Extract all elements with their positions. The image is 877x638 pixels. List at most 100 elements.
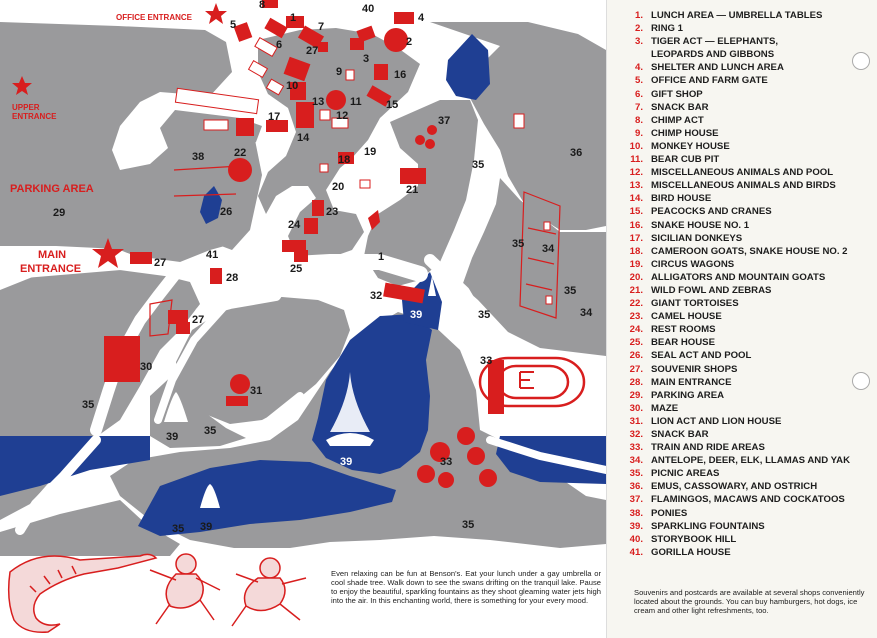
legend-item-text: CHIMP HOUSE: [651, 127, 719, 139]
legend-item-text: CIRCUS WAGONS: [651, 258, 735, 270]
legend-item-number: 28.: [629, 376, 643, 388]
legend-item-text: SOUVENIR SHOPS: [651, 363, 738, 375]
legend-item-text: GORILLA HOUSE: [651, 546, 731, 558]
legend-item-text: MAIN ENTRANCE: [651, 376, 732, 388]
svg-text:18: 18: [338, 154, 350, 166]
main-entrance-label-2: ENTRANCE: [20, 263, 81, 275]
legend-item-text: MISCELLANEOUS ANIMALS AND POOL: [651, 167, 834, 179]
legend-item-text: MISCELLANEOUS ANIMALS AND BIRDS: [651, 180, 836, 192]
legend-item: 8.CHIMP ACT: [621, 114, 873, 127]
svg-text:24: 24: [288, 219, 301, 231]
park-map: 8 1 40 4 5 7 2 6 27 3 9 16 10 13 11 15 1…: [0, 0, 606, 638]
legend-item: 4.SHELTER AND LUNCH AREA: [621, 61, 873, 74]
legend-item: 18.CAMEROON GOATS, SNAKE HOUSE NO. 2: [621, 245, 873, 258]
land-lion-island: [176, 296, 350, 424]
fountain-39-top: [428, 276, 436, 296]
legend-item-number: 35.: [629, 468, 643, 480]
legend-item-number: 10.: [629, 140, 643, 152]
legend-item: 28. MAIN ENTRANCE: [621, 376, 873, 389]
enclosures: [149, 165, 561, 337]
svg-text:35: 35: [172, 523, 184, 535]
legend-item-number: 22.: [629, 298, 643, 310]
svg-text:31: 31: [250, 385, 262, 397]
legend-item: 10.MONKEY HOUSE: [621, 140, 873, 153]
svg-text:30: 30: [140, 361, 152, 373]
legend-item: 36.EMUS, CASSOWARY, AND OSTRICH: [621, 480, 873, 493]
legend-item: 20.ALLIGATORS AND MOUNTAIN GOATS: [621, 271, 873, 284]
svg-text:39: 39: [410, 309, 422, 321]
legend-item-number: 39.: [629, 520, 643, 532]
svg-text:36: 36: [570, 147, 582, 159]
legend-item-number: 29.: [629, 389, 643, 401]
legend-item-text: PONIES: [651, 507, 688, 519]
white-buildings: [174, 36, 553, 305]
legend-item: LEOPARDS AND GIBBONS: [621, 48, 873, 61]
land-right-center: [364, 100, 478, 286]
svg-text:40: 40: [362, 3, 374, 15]
legend-item-number: 27.: [629, 363, 643, 375]
svg-text:21: 21: [406, 184, 418, 196]
legend-item-number: 8.: [634, 114, 643, 126]
legend-item-number: 1.: [634, 10, 643, 21]
legend-item: 21.WILD FOWL AND ZEBRAS: [621, 284, 873, 297]
monkey-illustration-1: [149, 553, 221, 625]
legend-item-text: ANTELOPE, DEER, ELK, LLAMAS AND YAK: [651, 455, 850, 467]
legend-item-number: 25.: [629, 337, 643, 349]
legend-item: 27. SOUVENIR SHOPS: [621, 363, 873, 376]
svg-text:23: 23: [326, 206, 338, 218]
svg-text:22: 22: [234, 147, 246, 159]
legend-item-number: 31.: [629, 415, 643, 427]
legend-item-number: 7.: [634, 101, 643, 113]
legend-item-number: 24.: [629, 324, 643, 336]
legend-item: 6.GIFT SHOP: [621, 88, 873, 101]
svg-text:7: 7: [318, 21, 324, 33]
land-lower-left-corner: [0, 500, 180, 556]
legend-item-text: LEOPARDS AND GIBBONS: [651, 49, 775, 61]
svg-text:28: 28: [226, 272, 238, 284]
legend-item-text: FLAMINGOS, MACAWS AND COCKATOOS: [651, 494, 845, 506]
legend-item: 17.SICILIAN DONKEYS: [621, 232, 873, 245]
svg-text:6: 6: [276, 39, 282, 51]
legend-item-number: 17.: [629, 232, 643, 244]
svg-text:1: 1: [378, 251, 384, 263]
star-main-entrance: [92, 238, 124, 268]
star-office-entrance: [205, 3, 227, 24]
monkey-illustration-2: [231, 557, 307, 627]
legend-item-number: 5.: [634, 75, 643, 87]
legend-item-text: SNACK BAR: [651, 429, 709, 440]
legend-item-text: PICNIC AREAS: [651, 468, 720, 480]
svg-text:25: 25: [290, 263, 302, 275]
legend-item-text: SEAL ACT AND POOL: [651, 350, 752, 362]
svg-text:9: 9: [336, 66, 342, 78]
pond-top-right: [446, 34, 490, 100]
svg-text:4: 4: [418, 12, 425, 24]
svg-text:10: 10: [286, 80, 298, 92]
location-numbers: 8 1 40 4 5 7 2 6 27 3 9 16 10 13 11 15 1…: [53, 0, 593, 535]
legend-item-number: 2.: [634, 23, 643, 35]
legend-item-text: PEACOCKS AND CRANES: [651, 206, 772, 218]
svg-text:20: 20: [332, 181, 344, 193]
legend-item: 16.SNAKE HOUSE NO. 1: [621, 219, 873, 232]
svg-text:34: 34: [542, 243, 555, 255]
svg-text:2: 2: [406, 36, 412, 48]
legend-item-text: WILD FOWL AND ZEBRAS: [651, 284, 772, 296]
legend-item: 23.CAMEL HOUSE: [621, 310, 873, 323]
legend-item-text: RING 1: [651, 23, 683, 35]
legend-item-number: 13.: [629, 180, 643, 192]
legend-item-number: 23.: [629, 311, 643, 323]
svg-text:34: 34: [580, 307, 593, 319]
legend-item: 34.ANTELOPE, DEER, ELK, LLAMAS AND YAK: [621, 454, 873, 467]
svg-text:11: 11: [350, 96, 362, 108]
legend-item: 41.GORILLA HOUSE: [621, 546, 873, 559]
lake-lower: [138, 460, 396, 536]
star-markers: [12, 3, 227, 268]
legend-item-number: 12.: [629, 167, 643, 179]
alligator-illustration: [7, 553, 158, 633]
legend-item: 22.GIANT TORTOISES: [621, 297, 873, 310]
legend-item: 15. PEACOCKS AND CRANES: [621, 205, 873, 218]
legend-item: 11.BEAR CUB PIT: [621, 153, 873, 166]
legend-item-number: 15.: [629, 206, 643, 218]
svg-text:14: 14: [297, 132, 310, 144]
legend-item-text: BIRD HOUSE: [651, 193, 712, 205]
